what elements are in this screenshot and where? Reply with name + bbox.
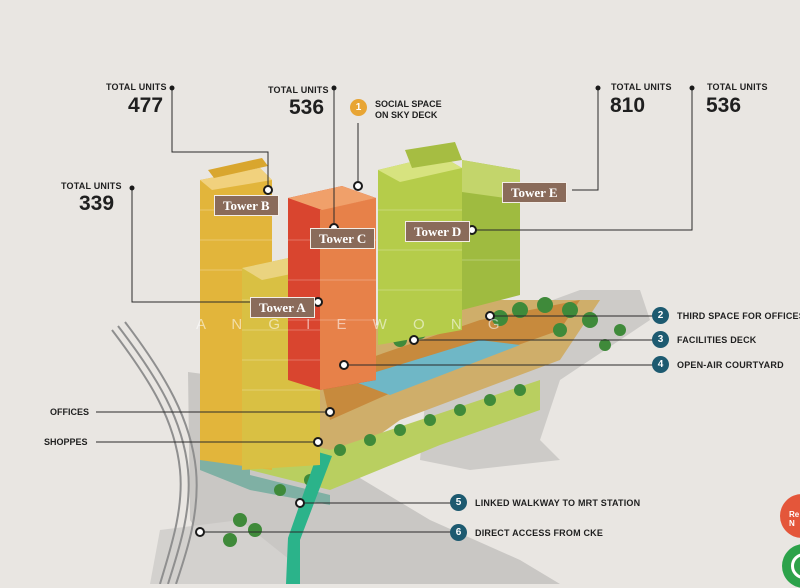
sky-deck-line-1: SOCIAL SPACE [375,99,442,109]
callout-label: FACILITIES DECK [677,334,757,345]
tower-e-units-caption: TOTAL UNITS [611,82,672,92]
offices-label: OFFICES [50,407,90,417]
callout-facilities-deck: 3 FACILITIES DECK [652,331,757,348]
tower-b-units-caption: TOTAL UNITS [106,82,167,92]
number-badge: 3 [652,331,669,348]
number-badge: 1 [350,99,367,116]
tower-b-units: 477 [128,94,164,117]
callout-walkway: 5 LINKED WALKWAY TO MRT STATION [450,494,640,511]
callout-cke-access: 6 DIRECT ACCESS FROM CKE [450,524,603,541]
callout-label: DIRECT ACCESS FROM CKE [475,527,604,538]
number-badge: 5 [450,494,467,511]
sky-deck-line-2: ON SKY DECK [375,110,438,120]
linked-walkway [286,452,332,584]
chat-button[interactable] [782,544,800,588]
leader-lines [96,88,693,533]
callout-label: LINKED WALKWAY TO MRT STATION [475,497,641,508]
leader-dot [129,85,695,191]
tower-d-units: 536 [706,94,742,117]
rail-track [111,321,198,584]
sky-deck-callout: 1 [350,99,367,116]
tower-b-tag: Tower B [214,195,279,216]
tower-d [378,155,462,345]
number-badge: 4 [652,356,669,373]
tower-a-tag: Tower A [250,297,315,318]
number-badge: 6 [450,524,467,541]
tower-c-tag: Tower C [310,228,376,249]
tower-a-units: 339 [79,192,115,215]
tower-c-units-caption: TOTAL UNITS [268,85,329,95]
courtyard-pool [350,340,520,395]
callout-label: OPEN-AIR COURTYARD [677,359,784,370]
road-bottom [150,520,300,584]
tower-d-tag: Tower D [405,221,471,242]
watermark: A N G I E W O N G [196,316,511,333]
tower-d-units-caption: TOTAL UNITS [707,82,768,92]
floating-action-button[interactable]: Re N [780,494,800,538]
callout-third-space: 2 THIRD SPACE FOR OFFICES [652,307,800,324]
number-badge: 2 [652,307,669,324]
callout-label: THIRD SPACE FOR OFFICES [677,310,800,321]
tower-e-tag: Tower E [502,182,567,203]
shoppes-label: SHOPPES [44,437,88,447]
tower-a-units-caption: TOTAL UNITS [61,181,122,191]
floating-action-button-text: Re N [789,510,800,528]
sky-deck-label: SOCIAL SPACE ON SKY DECK [375,99,442,121]
tower-e-units: 810 [610,94,646,117]
tower-c-units: 536 [289,96,325,119]
callout-courtyard: 4 OPEN-AIR COURTYARD [652,356,784,373]
